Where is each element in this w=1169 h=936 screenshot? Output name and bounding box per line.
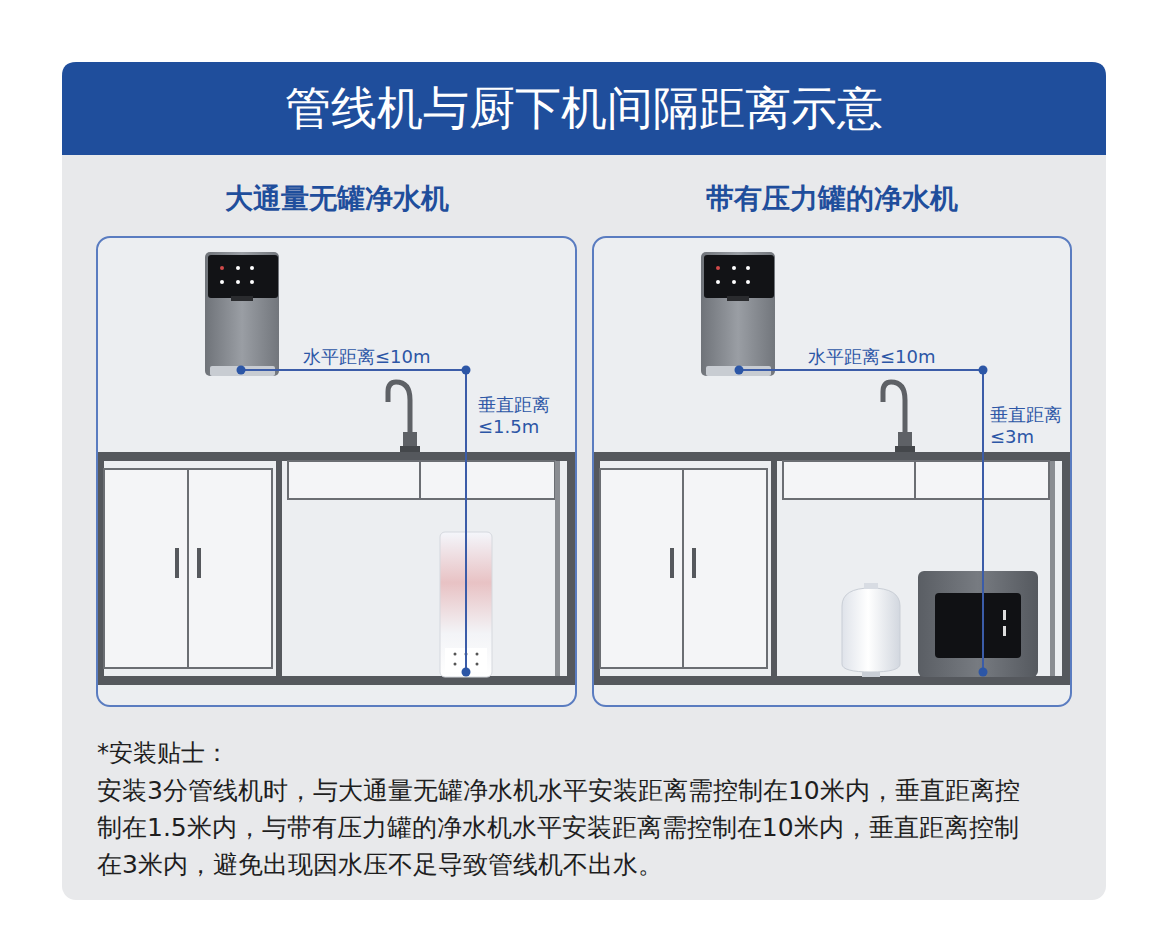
- illustration-part: [1062, 461, 1070, 676]
- distance-label: 水平距离≤10m: [303, 346, 431, 368]
- illustration-part: [175, 548, 179, 578]
- illustration-part: [197, 548, 201, 578]
- title-band: [62, 62, 1106, 155]
- illustration-part: [716, 266, 720, 270]
- panel-fill: [592, 236, 1072, 707]
- illustration-part: [682, 469, 684, 668]
- illustration-part: [914, 461, 916, 499]
- dimension-lines: [241, 370, 983, 672]
- panel-fill: [96, 236, 577, 707]
- illustration-part: [1003, 610, 1006, 620]
- panel-heading: 大通量无罐净水机: [98, 180, 575, 218]
- illustration-part: [454, 663, 457, 666]
- illustration-part: [746, 280, 750, 284]
- illustration-part: [771, 461, 777, 676]
- illustration-part: [476, 653, 479, 656]
- ground-panel: [62, 62, 1106, 900]
- illustration-part: [739, 370, 983, 672]
- illustration-part: [692, 548, 696, 578]
- illustration-part: [187, 469, 189, 668]
- distance-label: 垂直距离 ≤1.5m: [478, 394, 558, 438]
- illustration-part: [250, 280, 254, 284]
- scene-panel: 带有压力罐的净水机: [592, 236, 1072, 707]
- illustration-part: [704, 255, 774, 298]
- illustration-part: [231, 296, 253, 301]
- illustration-part: [732, 266, 736, 270]
- panel-heading: 带有压力罐的净水机: [594, 180, 1070, 218]
- illustration-part: [594, 676, 1070, 685]
- tip-heading: *安装贴士：: [97, 737, 229, 769]
- illustration-part: [476, 663, 479, 666]
- illustration-part: [288, 461, 555, 499]
- illustration-part: [220, 266, 224, 270]
- illustration-part: [600, 469, 767, 668]
- distance-label: 垂直距离 ≤3m: [990, 404, 1070, 448]
- illustration-part: [1050, 461, 1055, 676]
- distance-label: 水平距离≤10m: [808, 346, 936, 368]
- illustration-part: [208, 255, 278, 298]
- illustration-part: [276, 461, 282, 676]
- illustration-part: [98, 452, 575, 461]
- illustration-part: [918, 571, 1038, 677]
- illustration-part: [864, 583, 878, 589]
- dimension-dots: [237, 366, 988, 677]
- illustration-part: [454, 653, 457, 656]
- illustration-part: [670, 548, 674, 578]
- illustration-part: [236, 266, 240, 270]
- illustration-part: [1003, 626, 1006, 636]
- illustration-part: [104, 469, 272, 668]
- illustration-part: [462, 366, 471, 375]
- illustration-part: [701, 252, 775, 376]
- kitchen-right: [594, 252, 1070, 685]
- illustration-part: [400, 446, 420, 452]
- illustration-part: [716, 280, 720, 284]
- illustration-part: [205, 252, 279, 376]
- illustration-part: [862, 672, 880, 677]
- illustration-part: [419, 461, 421, 499]
- illustration-part: [935, 593, 1021, 658]
- illustration-part: [842, 588, 900, 672]
- illustration-part: [250, 266, 254, 270]
- illustration-part: [237, 366, 246, 375]
- illustration-part: [594, 452, 1070, 461]
- illustration-part: [555, 461, 560, 676]
- illustration-part: [979, 668, 988, 677]
- illustration-part: [746, 266, 750, 270]
- illustration-part: [979, 366, 988, 375]
- illustration-part: [567, 461, 575, 676]
- title-text: 管线机与厨下机间隔距离示意: [62, 62, 1106, 155]
- tip-paragraph: 安装3分管线机时，与大通量无罐净水机水平安装距离需控制在10米内，垂直距离控 制…: [97, 772, 1082, 883]
- illustration-part: [236, 280, 240, 284]
- illustration-part: [732, 280, 736, 284]
- illustration-part: [220, 280, 224, 284]
- scene-panel: 大通量无罐净水机: [96, 236, 577, 707]
- illustration-part: [783, 461, 1049, 499]
- illustration-part: [735, 366, 744, 375]
- illustration-part: [462, 668, 471, 677]
- illustration-part: [895, 446, 915, 452]
- kitchen-left: [98, 252, 575, 685]
- illustration-part: [241, 370, 466, 672]
- illustration-part: [98, 676, 575, 685]
- illustration-part: [727, 296, 749, 301]
